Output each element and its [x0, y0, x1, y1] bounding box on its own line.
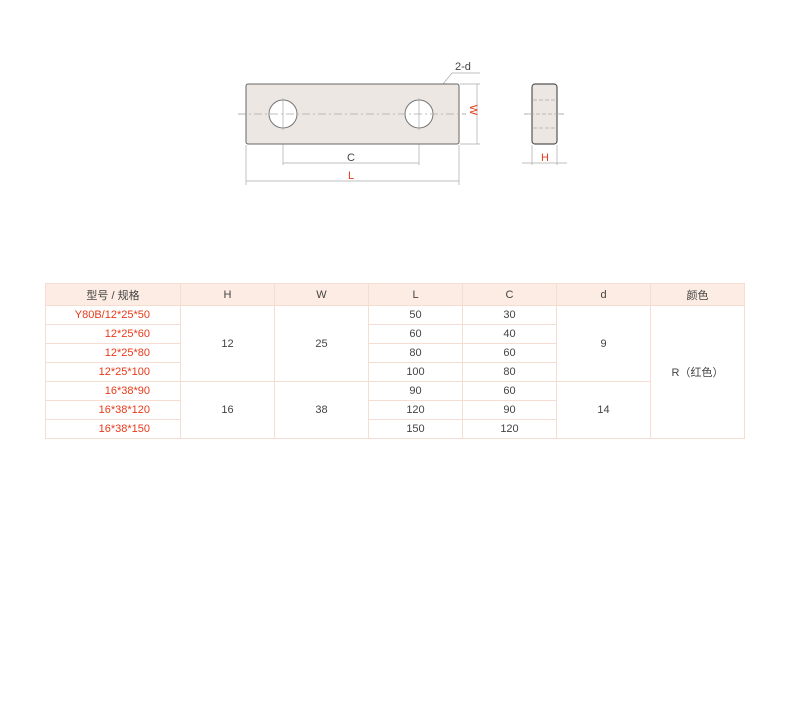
c-cell: 90: [462, 400, 557, 420]
l-cell: 50: [368, 305, 463, 325]
l-cell: 80: [368, 343, 463, 363]
width-label: W: [467, 105, 479, 116]
table-row: 16*38*90 16 38 90 60 14: [45, 381, 745, 439]
length-label: L: [348, 170, 354, 182]
d-cell: 9: [556, 305, 651, 382]
d-cell: 14: [556, 381, 651, 439]
model-cell: 16*38*90: [45, 381, 181, 401]
h-cell: 12: [180, 305, 275, 382]
h-cell: 16: [180, 381, 275, 439]
model-cell: 16*38*150: [45, 419, 181, 439]
table-row: Y80B/12*25*50 12 25 50 30 9 R（红色）: [45, 305, 745, 439]
technical-drawing: 2-d C L W H: [238, 61, 567, 185]
height-label: H: [541, 152, 549, 164]
c-cell: 60: [462, 343, 557, 363]
model-cell: 16*38*120: [45, 400, 181, 420]
model-cell: 12*25*60: [45, 324, 181, 344]
header-c: C: [462, 283, 557, 306]
color-cell: R（红色）: [650, 305, 745, 439]
l-cell: 150: [368, 419, 463, 439]
c-cell: 40: [462, 324, 557, 344]
hole-label: 2-d: [455, 61, 471, 73]
w-cell: 25: [274, 305, 369, 382]
model-cell: 12*25*100: [45, 362, 181, 382]
l-cell: 60: [368, 324, 463, 344]
l-cell: 120: [368, 400, 463, 420]
c-cell: 80: [462, 362, 557, 382]
w-cell: 38: [274, 381, 369, 439]
model-cell: Y80B/12*25*50: [45, 305, 181, 325]
header-w: W: [274, 283, 369, 306]
c-cell: 60: [462, 381, 557, 401]
l-cell: 100: [368, 362, 463, 382]
table-header: 型号 / 规格 H W L C d 颜色: [45, 283, 745, 306]
spec-table: 型号 / 规格 H W L C d 颜色 Y80B/12*25*50 12 25…: [45, 283, 745, 439]
header-model: 型号 / 规格: [45, 283, 181, 306]
l-cell: 90: [368, 381, 463, 401]
center-label: C: [347, 152, 355, 164]
c-cell: 120: [462, 419, 557, 439]
header-l: L: [368, 283, 463, 306]
header-color: 颜色: [650, 283, 745, 306]
c-cell: 30: [462, 305, 557, 325]
model-cell: 12*25*80: [45, 343, 181, 363]
header-h: H: [180, 283, 275, 306]
header-d: d: [556, 283, 651, 306]
